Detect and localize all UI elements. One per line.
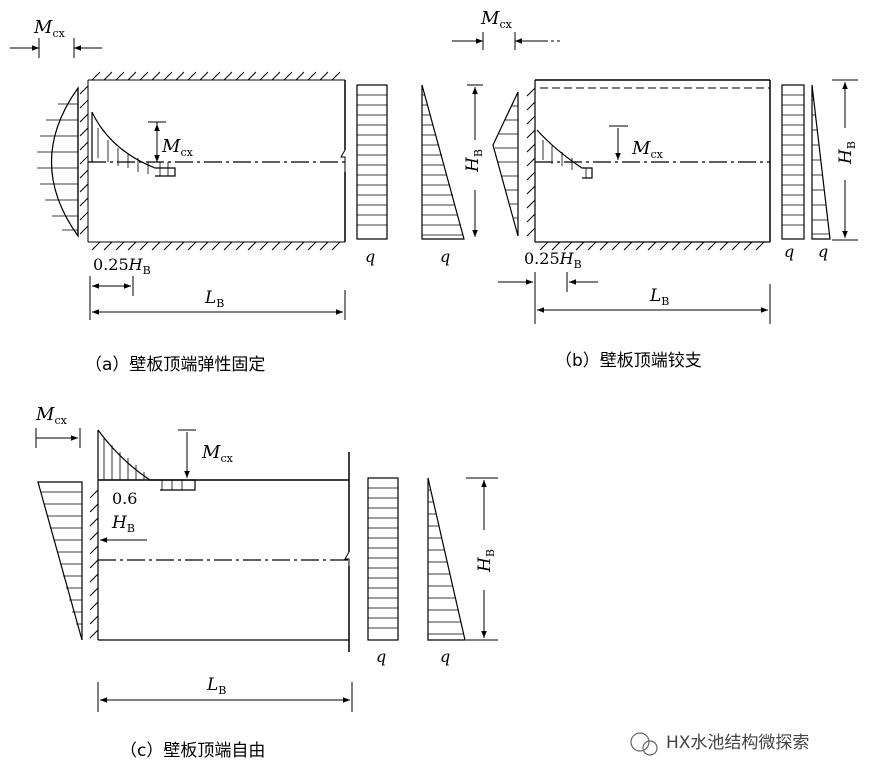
wechat-icon: [630, 732, 650, 752]
q-label-b2: q: [818, 242, 828, 261]
caption-c: （c）壁板顶端自由: [120, 741, 265, 761]
watermark: HX水池结构微探索: [630, 732, 809, 756]
dim-hb-c: HB: [111, 513, 135, 535]
dim-025hb-b: 0.25HB: [524, 249, 582, 271]
caption-b: （b）壁板顶端铰支: [555, 351, 702, 371]
mcx-label-c1: Mcx: [35, 404, 68, 427]
hb-label-b: HB: [836, 141, 858, 165]
mcx-label-a1: Mcx: [33, 17, 66, 40]
q-label-c2: q: [440, 647, 450, 666]
q-label-c1: q: [376, 647, 386, 666]
mcx-label-b2: Mcx: [631, 138, 664, 161]
mcx-label-b1: Mcx: [480, 8, 513, 31]
caption-a: （a）壁板顶端弹性固定: [85, 355, 265, 375]
q-label-a1: q: [365, 247, 375, 266]
q-label-a2: q: [440, 247, 450, 266]
hatch-top-a: [88, 71, 345, 81]
panel-a: [10, 38, 483, 320]
hatch-left-a: [79, 80, 89, 242]
dim-06-c: 0.6: [112, 489, 137, 508]
hb-label-c: HB: [475, 549, 497, 573]
lb-label-a: LB: [204, 288, 224, 310]
mcx-label-a2: Mcx: [161, 136, 194, 159]
dim-025hb-a: 0.25HB: [93, 255, 151, 277]
mcx-label-c2: Mcx: [201, 442, 234, 465]
lb-label-c: LB: [206, 675, 226, 697]
hatch-bottom-a: [88, 241, 345, 251]
q-label-b1: q: [784, 242, 794, 261]
lb-label-b: LB: [649, 286, 669, 308]
hb-label-a: HB: [463, 149, 485, 173]
panel-c: [35, 428, 498, 712]
watermark-text: HX水池结构微探索: [666, 733, 809, 753]
panel-b: [452, 32, 858, 324]
